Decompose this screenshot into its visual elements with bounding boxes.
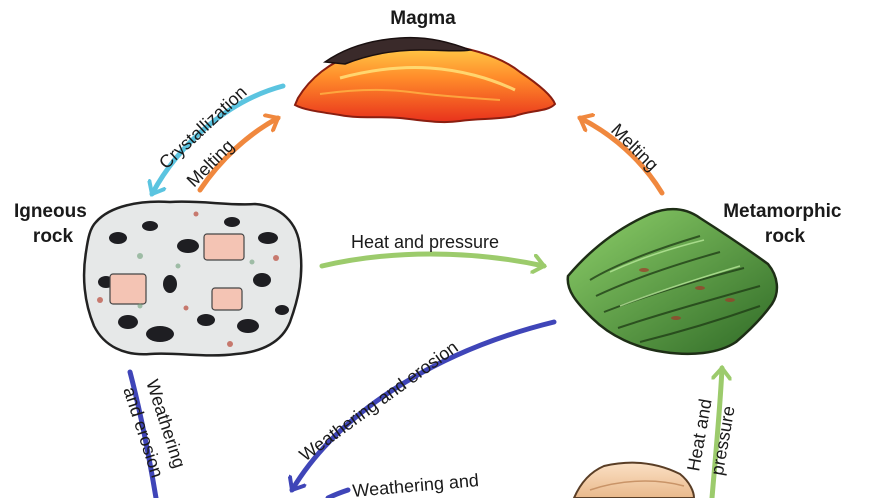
- igneous-rock-illustration: [82, 200, 303, 357]
- weathering-left-arrow: Weathering and erosion: [119, 369, 191, 498]
- magma-illustration: [293, 36, 557, 124]
- crystallization-arrow: Crystallization: [152, 82, 286, 194]
- heat-pressure-top-label: Heat and pressure: [351, 232, 499, 252]
- weathering-left-label: Weathering and erosion: [119, 377, 191, 483]
- heat-pressure-right-arrow: Heat and pressure: [683, 368, 740, 498]
- weathering-bottom-arrow: Weathering and: [325, 470, 480, 498]
- melting-metamorphic-arrow: Melting: [580, 118, 665, 196]
- weathering-center-label: Weathering and erosion: [296, 337, 462, 465]
- metamorphic-rock-illustration: [566, 207, 779, 356]
- heat-pressure-top-arrow: Heat and pressure: [319, 232, 544, 266]
- metamorphic-label: Metamorphic rock: [723, 201, 847, 247]
- sedimentary-rock-illustration: [572, 461, 696, 498]
- melting-metamorphic-label: Melting: [607, 120, 662, 175]
- weathering-bottom-label: Weathering and: [352, 470, 480, 498]
- igneous-label: Igneous rock: [14, 201, 92, 247]
- magma-label: Magma: [390, 8, 456, 29]
- heat-pressure-right-label: Heat and pressure: [683, 392, 740, 477]
- weathering-center-arrow: Weathering and erosion: [292, 319, 557, 490]
